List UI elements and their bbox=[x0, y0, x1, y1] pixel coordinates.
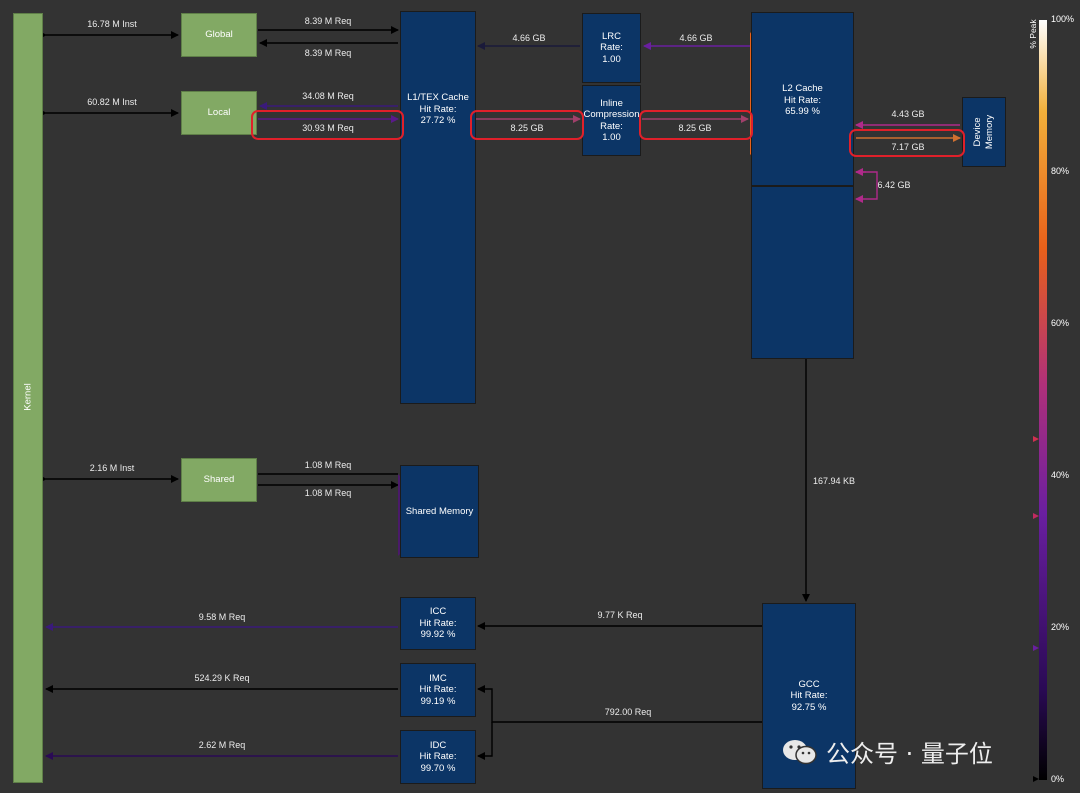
arrow-gcc-imc-idc bbox=[477, 685, 762, 723]
highlight-l2-device bbox=[849, 129, 965, 157]
label-shared-mem-b: 1.08 M Req bbox=[304, 488, 352, 498]
device-memory-block[interactable] bbox=[962, 97, 1006, 167]
label-imc-kernel: 524.29 K Req bbox=[194, 673, 250, 683]
label-gcc-icc: 9.77 K Req bbox=[597, 610, 643, 620]
inline-compression-block[interactable]: Inline Compression Rate: 1.00 bbox=[582, 85, 641, 156]
kernel-block[interactable] bbox=[13, 13, 43, 783]
imc-name: IMC bbox=[429, 672, 447, 684]
legend-title: % Peak bbox=[1028, 19, 1038, 49]
l2-hit-label: Hit Rate: bbox=[784, 94, 821, 106]
label-l2-gcc: 167.94 KB bbox=[812, 476, 856, 486]
local-label: Local bbox=[207, 107, 231, 119]
gcc-hit-label: Hit Rate: bbox=[790, 690, 828, 702]
imc-hit-label: Hit Rate: bbox=[419, 684, 457, 696]
idc-hit-value: 99.70 % bbox=[420, 762, 456, 774]
inline-name-1: Inline bbox=[600, 97, 623, 109]
icc-hit-label: Hit Rate: bbox=[419, 617, 457, 629]
label-device-l2: 4.43 GB bbox=[891, 109, 925, 119]
l1-hit-value: 27.72 % bbox=[420, 115, 456, 126]
global-label: Global bbox=[205, 29, 233, 41]
label-gcc-imc-idc: 792.00 Req bbox=[604, 707, 652, 717]
legend-tick-80: 80% bbox=[1051, 166, 1070, 176]
legend-tick-0: 0% bbox=[1051, 774, 1065, 784]
label-shared-mem-a: 1.08 M Req bbox=[304, 460, 352, 470]
device-name-2: Memory bbox=[984, 114, 995, 150]
gcc-name: GCC bbox=[798, 678, 820, 690]
icc-name: ICC bbox=[429, 606, 447, 618]
l1-name: L1/TEX Cache bbox=[407, 92, 469, 103]
shared-memory-block[interactable]: Shared Memory bbox=[400, 465, 479, 558]
shared-memory-label: Shared Memory bbox=[405, 505, 474, 517]
label-inline-l2: 8.25 GB bbox=[678, 123, 712, 133]
label-idc-kernel: 2.62 M Req bbox=[198, 740, 246, 750]
lrc-block[interactable]: LRC Rate: 1.00 bbox=[582, 13, 641, 83]
label-l1-local: 34.08 M Req bbox=[302, 91, 354, 101]
l1-hit-label: Hit Rate: bbox=[419, 103, 457, 115]
l2-name: L2 Cache bbox=[782, 83, 823, 94]
legend-tick-100: 100% bbox=[1051, 14, 1075, 24]
icc-block[interactable]: ICC Hit Rate: 99.92 % bbox=[400, 597, 476, 650]
watermark-text: 公众号 · 量子位 bbox=[826, 740, 993, 768]
label-lrc-l1: 4.66 GB bbox=[512, 33, 546, 43]
label-local-l1: 30.93 M Req bbox=[302, 123, 354, 133]
lrc-rate-value: 1.00 bbox=[602, 53, 621, 65]
gcc-hit-value: 92.75 % bbox=[791, 701, 827, 713]
lrc-name: LRC bbox=[601, 30, 621, 42]
l2-cache-block[interactable]: L2 Cache Hit Rate: 65.99 % bbox=[751, 12, 854, 186]
arrow-gcc-idc bbox=[477, 722, 493, 760]
imc-block[interactable]: IMC Hit Rate: 99.19 % bbox=[400, 663, 476, 717]
watermark: 公众号 · 量子位 bbox=[782, 734, 993, 769]
label-kernel-local: 60.82 M Inst bbox=[87, 97, 137, 107]
arrow-l2-loop bbox=[855, 171, 878, 203]
l2-hit-value: 65.99 % bbox=[785, 106, 820, 117]
l1-tex-cache-block[interactable]: L1/TEX Cache Hit Rate: 27.72 % bbox=[400, 11, 476, 404]
label-l1-global: 8.39 M Req bbox=[304, 48, 352, 58]
inline-rate-label: Rate: bbox=[600, 120, 623, 132]
kernel-label: Kernel bbox=[22, 383, 34, 411]
label-kernel-shared: 2.16 M Inst bbox=[89, 463, 135, 473]
imc-hit-value: 99.19 % bbox=[420, 695, 456, 707]
idc-block[interactable]: IDC Hit Rate: 99.70 % bbox=[400, 730, 476, 784]
device-memory-label: Device Memory bbox=[972, 115, 996, 149]
legend-tick-40: 40% bbox=[1051, 470, 1070, 480]
highlight-l1-inline bbox=[470, 110, 584, 140]
legend-marker-3 bbox=[1033, 645, 1039, 651]
label-l2-loop: 6.42 GB bbox=[877, 180, 911, 190]
highlight-local-l1 bbox=[251, 110, 404, 140]
label-l1-inline: 8.25 GB bbox=[510, 123, 544, 133]
legend-marker-4 bbox=[1033, 776, 1039, 782]
inline-name-2: Compression bbox=[583, 109, 640, 120]
local-block[interactable]: Local bbox=[181, 91, 257, 135]
device-name-1: Device bbox=[972, 117, 983, 147]
idc-hit-label: Hit Rate: bbox=[419, 751, 457, 763]
global-block[interactable]: Global bbox=[181, 13, 257, 57]
legend-marker-1 bbox=[1033, 436, 1039, 442]
icc-hit-value: 99.92 % bbox=[420, 629, 456, 641]
label-global-l1: 8.39 M Req bbox=[304, 16, 352, 26]
wechat-icon bbox=[782, 739, 818, 765]
idc-name: IDC bbox=[429, 739, 447, 751]
legend-marker-2 bbox=[1033, 513, 1039, 519]
label-l2-device: 7.17 GB bbox=[891, 142, 925, 152]
label-icc-kernel: 9.58 M Req bbox=[198, 612, 246, 622]
legend-tick-60: 60% bbox=[1051, 318, 1070, 328]
legend-tick-20: 20% bbox=[1051, 622, 1070, 632]
label-l2-lrc: 4.66 GB bbox=[679, 33, 713, 43]
shared-label: Shared bbox=[203, 474, 235, 486]
highlight-inline-l2 bbox=[639, 110, 753, 140]
lrc-rate-label: Rate: bbox=[600, 42, 623, 54]
l2-cache-lower-block[interactable] bbox=[751, 186, 854, 359]
inline-rate-value: 1.00 bbox=[602, 132, 621, 143]
shared-block[interactable]: Shared bbox=[181, 458, 257, 502]
legend-bar bbox=[1039, 20, 1047, 780]
label-kernel-global: 16.78 M Inst bbox=[87, 19, 137, 29]
